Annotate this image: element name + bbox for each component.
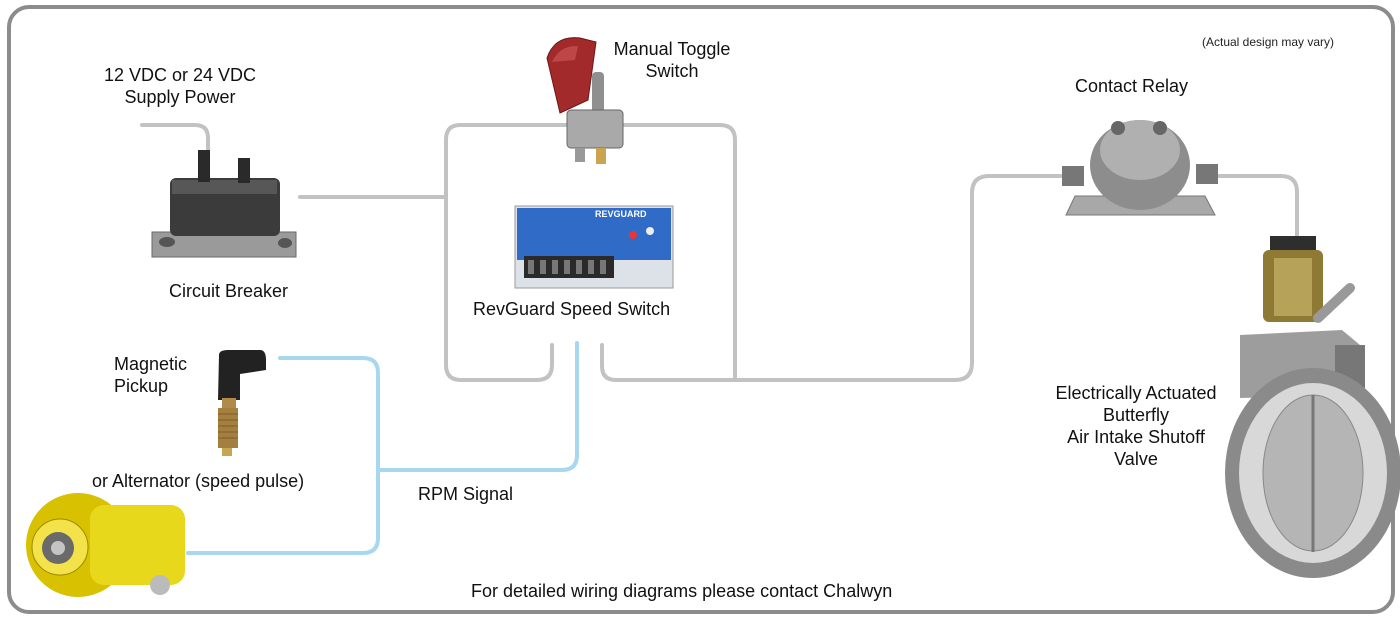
circuit-breaker-label: Circuit Breaker — [169, 281, 289, 301]
supply-power-label: 12 VDC or 24 VDC Supply Power — [70, 64, 290, 108]
toggle-right-wire — [618, 123, 737, 382]
design-note: (Actual design may vary) — [1202, 35, 1335, 49]
supply-wire — [140, 123, 210, 157]
magnetic-pickup-image — [218, 350, 266, 456]
relay-to-valve-wire — [1213, 174, 1299, 240]
toggle-line1: Manual Toggle — [613, 39, 731, 59]
revguard-label: RevGuard Speed Switch — [473, 299, 671, 319]
supply-power-line2: Supply Power — [124, 87, 236, 107]
revguard-to-relay-wire — [600, 174, 1066, 382]
revguard-module-image: REVGUARD — [514, 205, 674, 289]
butterfly-valve-image — [1225, 236, 1400, 578]
revguard-brand-text: REVGUARD — [595, 209, 647, 219]
valve-line1: Electrically Actuated — [1055, 383, 1217, 403]
valve-line4: Valve — [1114, 449, 1158, 469]
toggle-switch-image — [546, 37, 624, 164]
magnetic-pickup-line2: Pickup — [114, 376, 169, 396]
pickup-signal-wire — [186, 356, 380, 555]
valve-line2: Butterfly — [1102, 405, 1170, 425]
magnetic-pickup-label: Magnetic Pickup — [114, 353, 187, 397]
supply-power-line1: 12 VDC or 24 VDC — [103, 65, 257, 85]
footer-contact-text: For detailed wiring diagrams please cont… — [471, 581, 893, 601]
contact-relay-label: Contact Relay — [1075, 76, 1189, 96]
contact-relay-image — [1062, 120, 1218, 216]
toggle-switch-label: Manual Toggle Switch — [597, 38, 747, 82]
magnetic-pickup-line1: Magnetic — [114, 354, 188, 374]
valve-line3: Air Intake Shutoff — [1067, 427, 1205, 447]
rpm-signal-label: RPM Signal — [418, 484, 514, 504]
alternator-image — [26, 493, 185, 597]
hub-loop-wire — [444, 123, 569, 382]
valve-label: Electrically Actuated Butterfly Air Inta… — [1030, 382, 1242, 470]
circuit-breaker-image — [151, 150, 297, 258]
alternator-label: or Alternator (speed pulse) — [92, 471, 305, 491]
diagram-frame — [7, 5, 1395, 614]
toggle-line2: Switch — [645, 61, 699, 81]
rpm-signal-wire — [376, 341, 579, 472]
